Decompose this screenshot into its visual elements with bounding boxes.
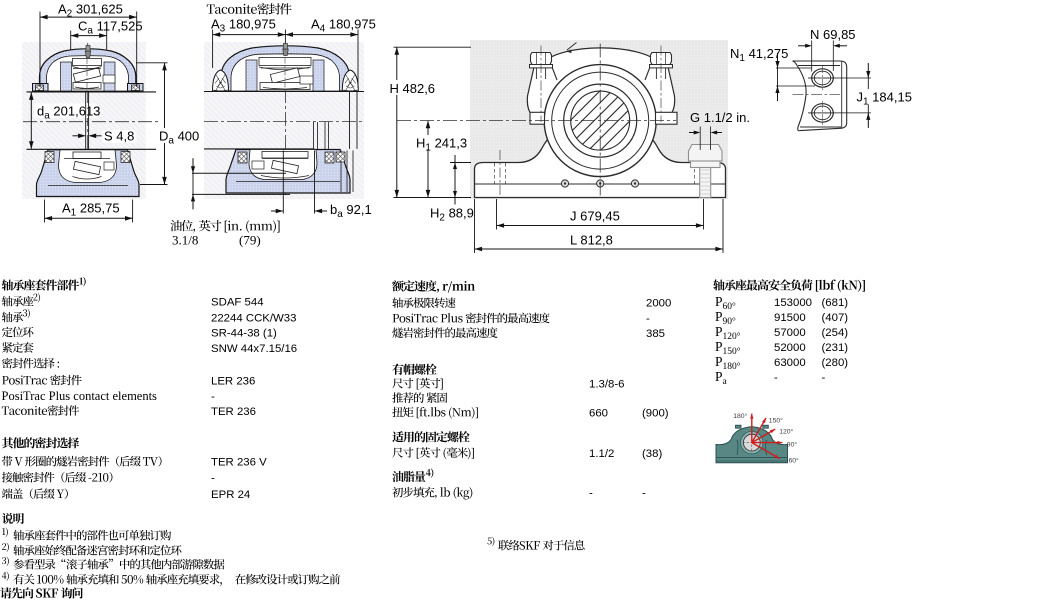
svg-text:H 482,6: H 482,6	[390, 81, 436, 96]
svg-text:63000: 63000	[774, 357, 806, 369]
svg-text:52000: 52000	[774, 342, 806, 354]
svg-text:(254): (254)	[822, 327, 849, 339]
svg-text:N 69,85: N 69,85	[810, 27, 856, 42]
svg-text:-: -	[646, 313, 650, 325]
svg-text:A3 180,975: A3 180,975	[211, 16, 276, 34]
svg-text:J1 184,15: J1 184,15	[857, 90, 912, 108]
svg-text:1.1/2: 1.1/2	[589, 448, 614, 460]
svg-text:(681): (681)	[822, 297, 849, 309]
svg-text:(280): (280)	[822, 357, 849, 369]
svg-text:150°: 150°	[769, 416, 783, 424]
svg-text:SDAF 544: SDAF 544	[211, 297, 264, 309]
svg-text:A2 301,625: A2 301,625	[58, 1, 123, 19]
svg-text:57000: 57000	[774, 327, 806, 339]
svg-text:-: -	[211, 391, 215, 403]
svg-text:S 4,8: S 4,8	[104, 129, 134, 144]
svg-text:EPR 24: EPR 24	[211, 489, 250, 501]
svg-text:SR-44-38 (1): SR-44-38 (1)	[211, 327, 277, 339]
svg-text:PosiTrac Plus contact elements: PosiTrac Plus contact elements	[2, 389, 158, 403]
svg-text:180°: 180°	[733, 412, 747, 420]
svg-text:A1 285,75: A1 285,75	[62, 201, 120, 219]
svg-text:(407): (407)	[822, 312, 849, 324]
svg-text:(231): (231)	[822, 342, 849, 354]
svg-text:LER 236: LER 236	[211, 375, 255, 387]
svg-text:-: -	[774, 372, 778, 384]
svg-text:L 812,8: L 812,8	[570, 232, 613, 247]
svg-text:(38): (38)	[642, 448, 662, 460]
svg-text:153000: 153000	[774, 297, 812, 309]
svg-text:91500: 91500	[774, 312, 806, 324]
svg-text:660: 660	[589, 407, 608, 419]
svg-text:60°: 60°	[789, 456, 800, 464]
svg-text:120°: 120°	[779, 427, 793, 435]
svg-text:Ca 117,525: Ca 117,525	[78, 18, 143, 36]
svg-text:-: -	[642, 488, 646, 500]
svg-text:2000: 2000	[646, 298, 671, 310]
svg-text:(900): (900)	[642, 407, 669, 419]
svg-text:G 1.1/2 in.: G 1.1/2 in.	[690, 110, 750, 125]
svg-text:3.1/8: 3.1/8	[172, 233, 198, 248]
svg-text:22244 CCK/W33: 22244 CCK/W33	[211, 312, 296, 324]
svg-text:385: 385	[646, 328, 665, 340]
svg-text:-: -	[211, 473, 215, 485]
svg-text:SNW 44x7.15/16: SNW 44x7.15/16	[211, 343, 297, 355]
svg-text:-: -	[589, 488, 593, 500]
svg-text:N1 41,275: N1 41,275	[730, 46, 788, 64]
svg-text:90°: 90°	[787, 440, 798, 448]
svg-text:TER 236 V: TER 236 V	[211, 457, 267, 469]
svg-text:da 201,613: da 201,613	[37, 103, 100, 121]
svg-text:A4 180,975: A4 180,975	[311, 16, 376, 34]
svg-text:J 679,45: J 679,45	[570, 208, 620, 223]
svg-text:(79): (79)	[239, 233, 261, 248]
svg-text:TER 236: TER 236	[211, 406, 256, 418]
svg-text:-: -	[822, 372, 826, 384]
svg-text:1.3/8-6: 1.3/8-6	[589, 379, 624, 391]
